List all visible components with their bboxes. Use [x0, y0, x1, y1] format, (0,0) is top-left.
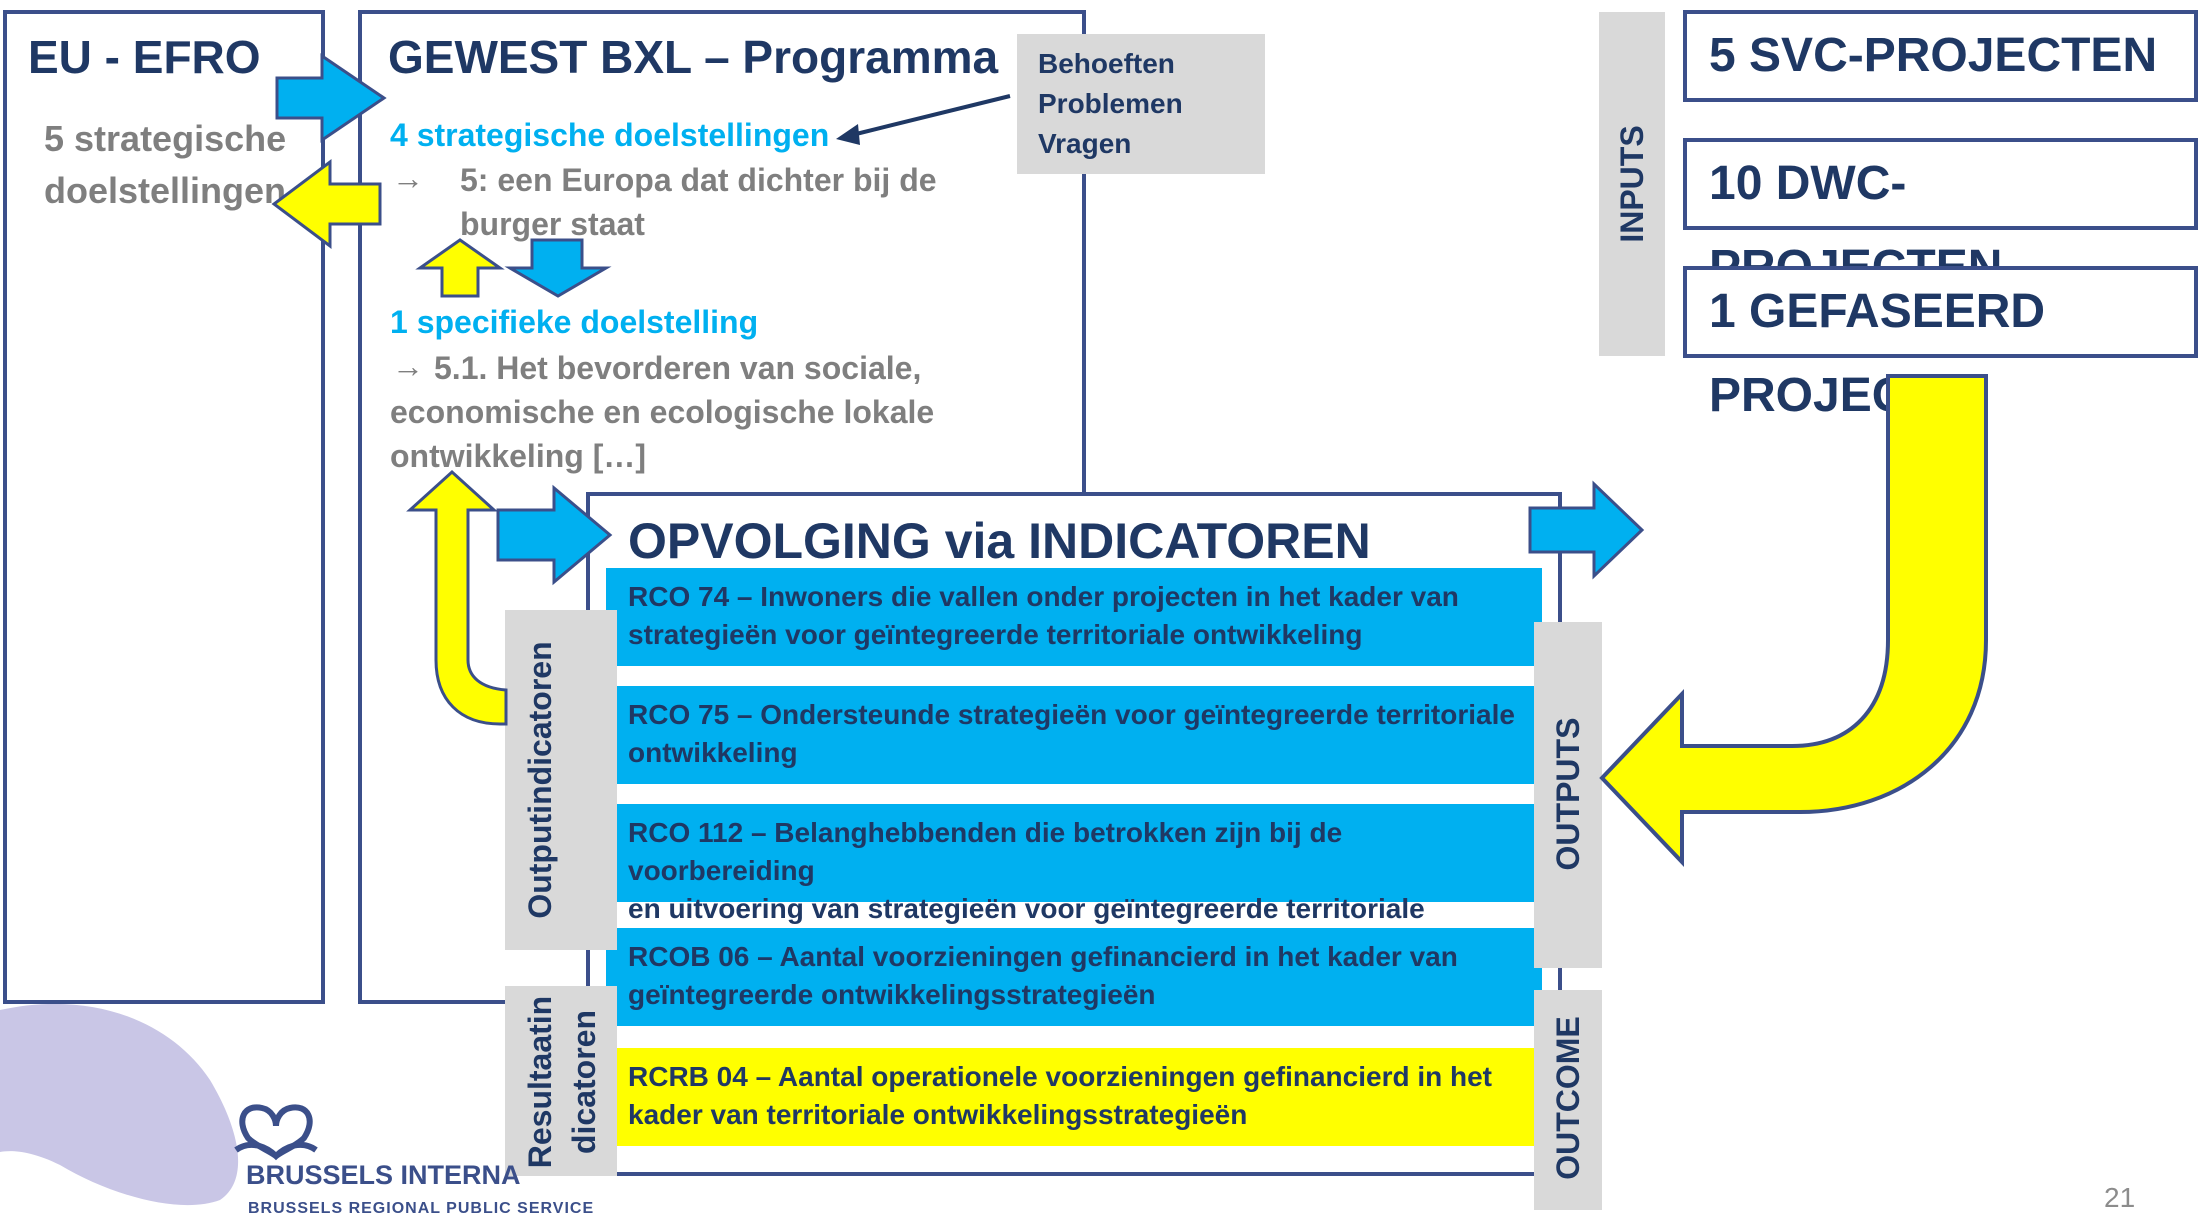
arrow-right-icon [496, 484, 613, 586]
needs-line1: Behoeften [1038, 48, 1175, 79]
strategic-line2: burger staat [460, 206, 645, 242]
indicator-bar: RCO 75 – Ondersteunde strategieën voor g… [606, 686, 1542, 784]
specific-line1: 5.1. Het bevorderen van sociale, [434, 350, 922, 386]
result-line2: kader van territoriale ontwikkelingsstra… [628, 1099, 1248, 1130]
specific-line3: ontwikkeling […] [390, 438, 646, 474]
arrow-up-icon [415, 238, 505, 298]
project-svc: 5 SVC-PROJECTEN [1683, 10, 2198, 102]
result-bar: RCRB 04 – Aantal operationele voorzienin… [606, 1048, 1542, 1146]
specific-line2: economische en ecologische lokale [390, 394, 935, 430]
strategic-line1: 5: een Europa dat dichter bij de [460, 162, 937, 198]
arrowhead-icon [836, 124, 860, 145]
logo-text-line2: BRUSSELS REGIONAL PUBLIC SERVICE [248, 1200, 595, 1217]
strategic-heading: 4 strategische doelstellingen [390, 117, 830, 153]
u-turn-arrow-icon [1599, 374, 1988, 867]
indicator-bar: RCO 74 – Inwoners die vallen onder proje… [606, 568, 1542, 666]
indicator-bar: RCOB 06 – Aantal voorzieningen gefinanci… [606, 928, 1542, 1026]
indicator-line1: RCO 75 – Ondersteunde strategieën voor g… [628, 699, 1515, 730]
project-dwc: 10 DWC-PROJECTEN [1683, 138, 2198, 294]
logo-text-line1: BRUSSELS INTERNA [246, 1160, 521, 1190]
page-number: 21 [2104, 1182, 2136, 1213]
output-indicators-label-box [505, 610, 617, 950]
curved-arrow-up-icon [406, 469, 508, 726]
eu-subtitle-line1: 5 strategische [44, 118, 287, 159]
indicator-line1: RCO 74 – Inwoners die vallen onder proje… [628, 581, 1459, 612]
needs-box [1017, 34, 1265, 174]
indicator-line1: RCOB 06 – Aantal voorzieningen gefinanci… [628, 941, 1458, 972]
gewest-title: GEWEST BXL – Programma [388, 31, 999, 83]
indicator-line2: strategieën voor geïntegreerde territori… [628, 619, 1363, 650]
needs-line2: Problemen [1038, 88, 1183, 119]
indicator-line2: en uitvoering van strategieën voor geïnt… [628, 893, 1425, 924]
indicator-line2: ontwikkeling [628, 737, 798, 768]
inputs-label-box [1599, 12, 1665, 356]
outcome-label-box [1534, 990, 1602, 1210]
indicator-line2: geïntegreerde ontwikkelingsstrategieën [628, 979, 1156, 1010]
po-arrow-icon [1528, 480, 1645, 580]
indicator-line1: RCO 112 – Belanghebbenden die betrokken … [628, 817, 1343, 886]
monitoring-title: OPVOLGING via INDICATOREN [628, 513, 1371, 569]
result-indicators-label-box [505, 986, 617, 1176]
eu-subtitle-line2: doelstellingen [44, 170, 287, 211]
arrow-right-icon: → [392, 348, 424, 384]
arrow-right-icon: → [392, 160, 424, 196]
arrow-left-icon [271, 159, 382, 249]
arrow-right-icon [275, 53, 387, 143]
result-line1: RCRB 04 – Aantal operationele voorzienin… [628, 1061, 1493, 1092]
specific-heading: 1 specifieke doelstelling [390, 304, 759, 340]
eu-efro-box [3, 10, 325, 1004]
outputs-label-box [1534, 622, 1602, 968]
needs-line3: Vragen [1038, 128, 1132, 159]
connector-line [851, 94, 1011, 137]
eu-title: EU - EFRO [28, 31, 261, 83]
arrow-down-icon [504, 238, 612, 298]
